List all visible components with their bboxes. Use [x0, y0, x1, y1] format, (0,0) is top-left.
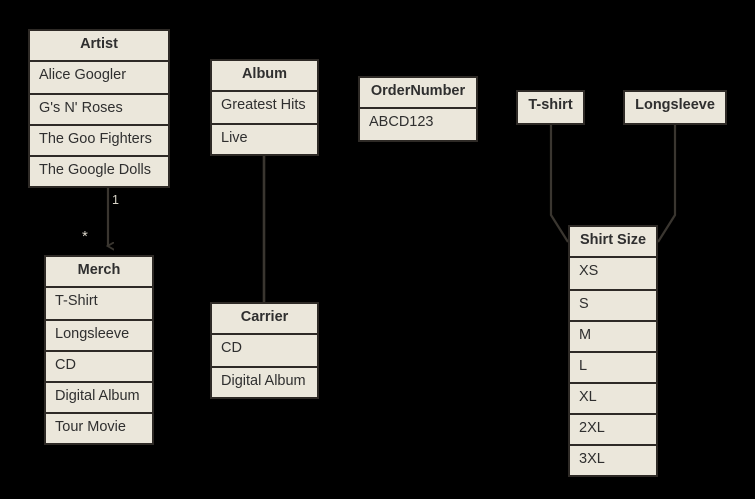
edge-label-artist-merch-source: 1: [112, 193, 119, 207]
entity-merch-row-2[interactable]: CD: [46, 350, 152, 381]
entity-merch-header: Merch: [46, 257, 152, 288]
entity-artist-row-3[interactable]: The Google Dolls: [30, 155, 168, 186]
entity-merch-row-1[interactable]: Longsleeve: [46, 319, 152, 350]
edge-tshirt-shirtsize: [549, 121, 569, 243]
entity-shirtsize-row-2[interactable]: M: [570, 320, 656, 351]
entity-album-header: Album: [212, 61, 317, 92]
entity-carrier[interactable]: Carrier CD Digital Album: [210, 302, 319, 399]
entity-album-row-1[interactable]: Live: [212, 123, 317, 154]
entity-shirtsize-row-5[interactable]: 2XL: [570, 413, 656, 444]
entity-artist-row-2[interactable]: The Goo Fighters: [30, 124, 168, 155]
entity-album[interactable]: Album Greatest Hits Live: [210, 59, 319, 156]
entity-ordernumber[interactable]: OrderNumber ABCD123: [358, 76, 478, 142]
entity-ordernumber-header: OrderNumber: [360, 78, 476, 109]
entity-shirtsize-row-3[interactable]: L: [570, 351, 656, 382]
edge-label-artist-merch-target: *: [82, 228, 88, 245]
entity-artist-row-0[interactable]: Alice Googler: [30, 62, 168, 93]
entity-carrier-row-0[interactable]: CD: [212, 335, 317, 366]
entity-carrier-header: Carrier: [212, 304, 317, 335]
entity-artist-header: Artist: [30, 31, 168, 62]
entity-ordernumber-row-0[interactable]: ABCD123: [360, 109, 476, 140]
entity-carrier-row-1[interactable]: Digital Album: [212, 366, 317, 397]
entity-shirtsize-row-0[interactable]: XS: [570, 258, 656, 289]
entity-longsleeve[interactable]: Longsleeve: [623, 90, 727, 125]
entity-shirtsize-header: Shirt Size: [570, 227, 656, 258]
edge-longsleeve-shirtsize: [657, 121, 677, 243]
entity-longsleeve-header: Longsleeve: [625, 92, 725, 123]
entity-artist-row-1[interactable]: G's N' Roses: [30, 93, 168, 124]
entity-shirtsize-row-6[interactable]: 3XL: [570, 444, 656, 475]
entity-merch[interactable]: Merch T-Shirt Longsleeve CD Digital Albu…: [44, 255, 154, 445]
entity-shirtsize[interactable]: Shirt Size XS S M L XL 2XL 3XL: [568, 225, 658, 477]
entity-artist[interactable]: Artist Alice Googler G's N' Roses The Go…: [28, 29, 170, 188]
entity-shirtsize-row-4[interactable]: XL: [570, 382, 656, 413]
entity-tshirt[interactable]: T-shirt: [516, 90, 585, 125]
entity-shirtsize-row-1[interactable]: S: [570, 289, 656, 320]
entity-album-row-0[interactable]: Greatest Hits: [212, 92, 317, 123]
entity-merch-row-0[interactable]: T-Shirt: [46, 288, 152, 319]
entity-merch-row-3[interactable]: Digital Album: [46, 381, 152, 412]
entity-merch-row-4[interactable]: Tour Movie: [46, 412, 152, 443]
entity-tshirt-header: T-shirt: [518, 92, 583, 123]
